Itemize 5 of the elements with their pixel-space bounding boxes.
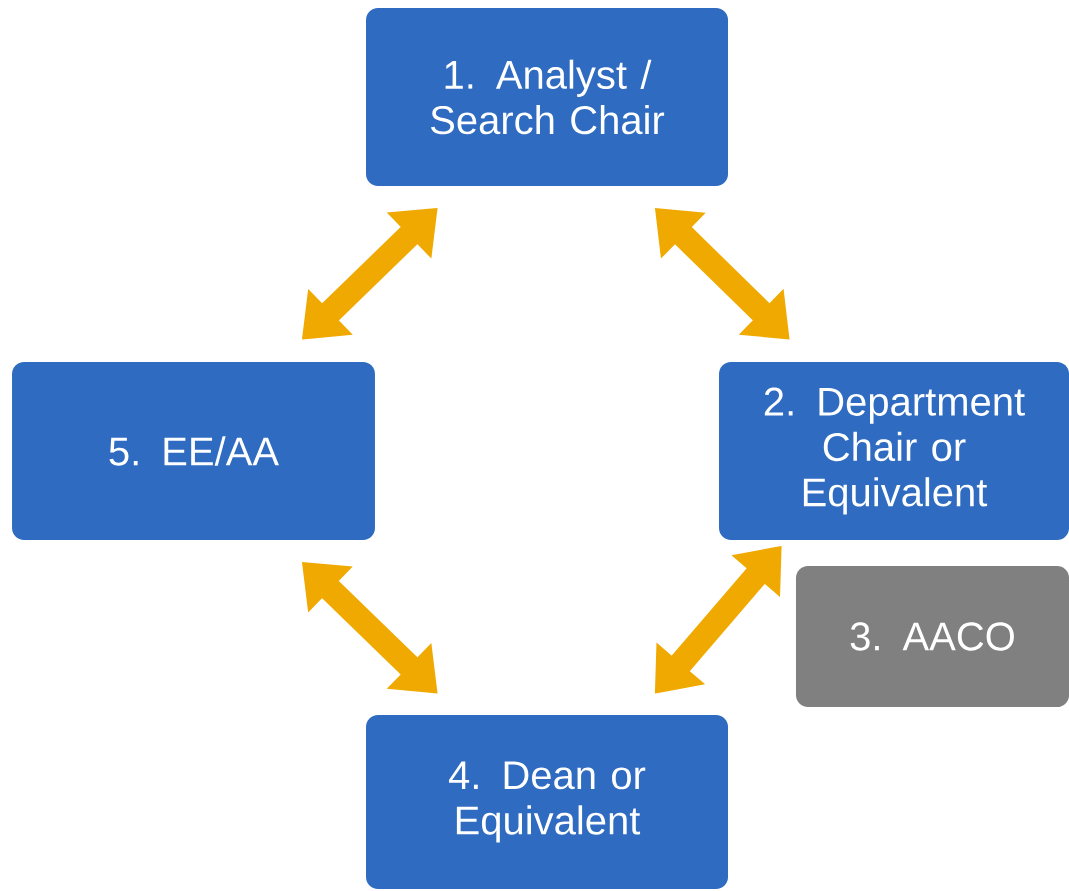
process-box: 2. Department Chair or Equivalent bbox=[719, 362, 1069, 540]
process-box: 3. AACO bbox=[796, 565, 1069, 708]
process-box: 1. Analyst / Search Chair bbox=[366, 8, 728, 186]
process-box: 5. EE/AA bbox=[12, 362, 375, 540]
process-box: 4. Dean or Equivalent bbox=[366, 715, 728, 889]
